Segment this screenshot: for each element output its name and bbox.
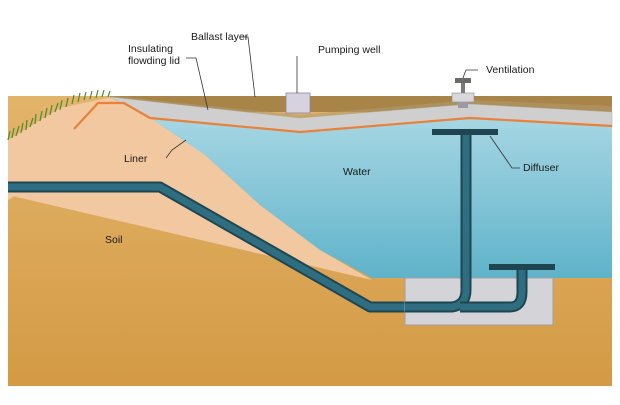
label-soil: Soil: [105, 234, 123, 246]
diffuser-plate-top: [432, 129, 498, 135]
berm-fill: [8, 97, 372, 280]
label-insulating-line1: Insulating: [128, 43, 173, 55]
ballast-layer: [110, 96, 612, 118]
riser-pipe: [460, 268, 526, 311]
label-ventilation: Ventilation: [486, 64, 535, 76]
ventilation-unit: [451, 78, 475, 108]
label-pumping-well: Pumping well: [318, 44, 380, 56]
label-diffuser: Diffuser: [523, 162, 559, 174]
diffuser-plate-bottom: [489, 264, 555, 270]
liner-top: [73, 101, 613, 134]
label-insulating-line2: flowding lid: [128, 55, 180, 67]
grass: [7, 89, 111, 141]
water-body: [150, 118, 612, 278]
pumping-well: [285, 92, 311, 114]
label-liner: Liner: [124, 153, 148, 165]
label-water: Water: [343, 166, 371, 178]
label-ballast-layer: Ballast layer: [191, 31, 249, 43]
leader-lines: [165, 36, 520, 169]
